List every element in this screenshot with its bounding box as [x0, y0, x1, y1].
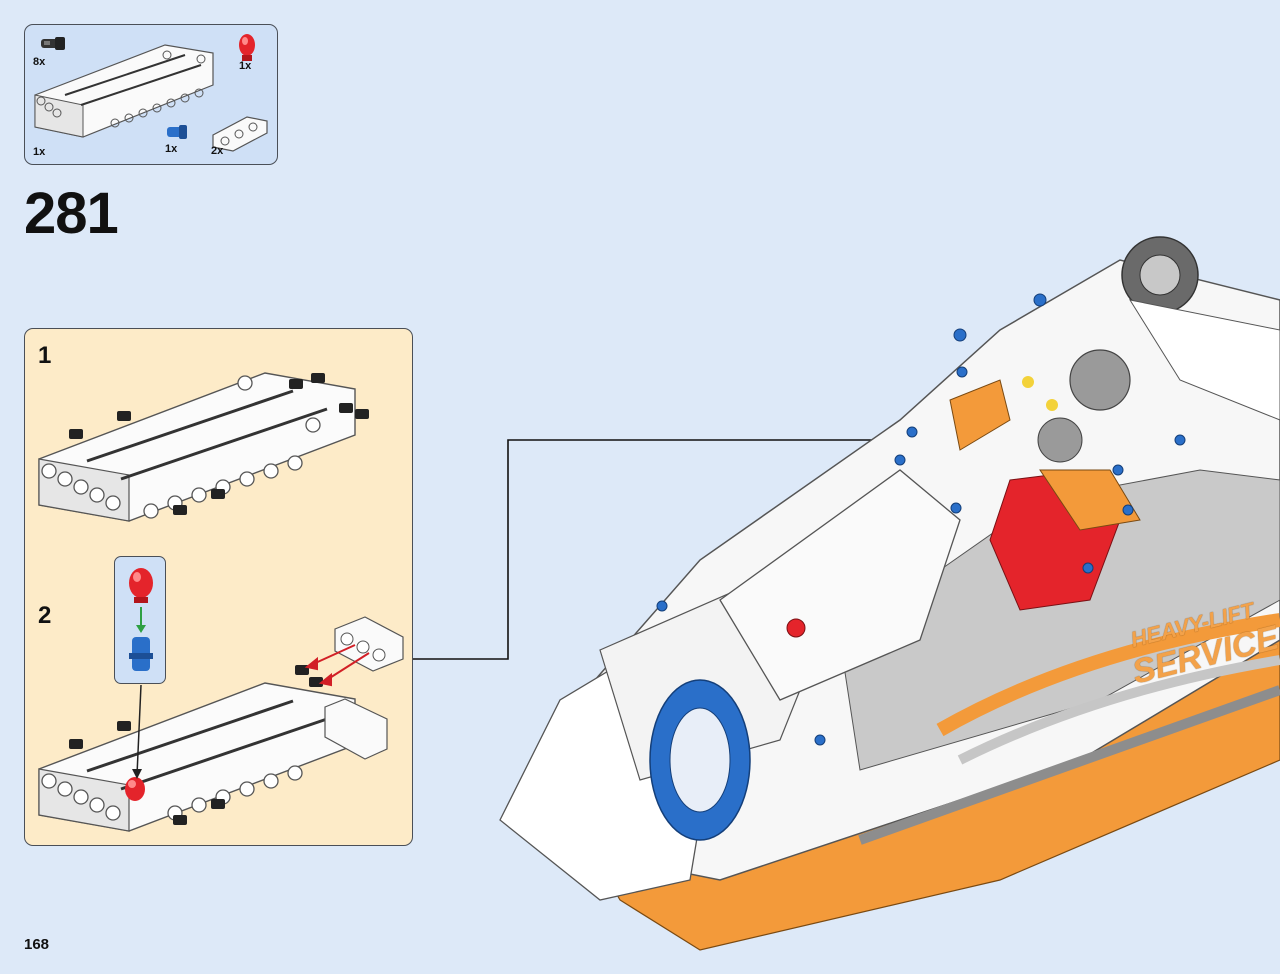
red-light-cap-icon [239, 34, 255, 61]
blue-pin-icon [167, 125, 187, 139]
step-number: 281 [24, 181, 119, 246]
qty-panel: 1x [33, 146, 46, 158]
loose-beam-icon [334, 616, 404, 672]
assembly-callout [114, 556, 166, 684]
qty-pin: 8x [33, 56, 46, 68]
qty-red-cap: 1x [239, 60, 252, 72]
qty-beam: 2x [211, 145, 224, 157]
callout-pointer-line [136, 684, 142, 776]
white-beam-icon [212, 116, 268, 152]
mounted-red-cap-icon [125, 777, 145, 801]
black-pin-icon [41, 37, 65, 50]
substep-1-panel-illustration [38, 372, 369, 522]
parts-list-art [34, 34, 268, 152]
page-number: 168 [24, 936, 50, 953]
substep-label-1: 1 [38, 342, 52, 369]
substep-box: 1 2 [24, 328, 413, 846]
substep-2-panel-illustration [38, 616, 404, 832]
parts-list-box: 8x 1x 1x 1x 2x [24, 24, 278, 165]
red-light-cap-icon [129, 568, 153, 603]
substep-label-2: 2 [38, 602, 52, 629]
substep-art [38, 372, 404, 832]
white-panel-icon [34, 44, 214, 138]
insert-arrows [304, 644, 370, 687]
blue-pin-icon [129, 637, 153, 671]
qty-blue-pin: 1x [165, 143, 178, 155]
callout-art [129, 568, 153, 671]
